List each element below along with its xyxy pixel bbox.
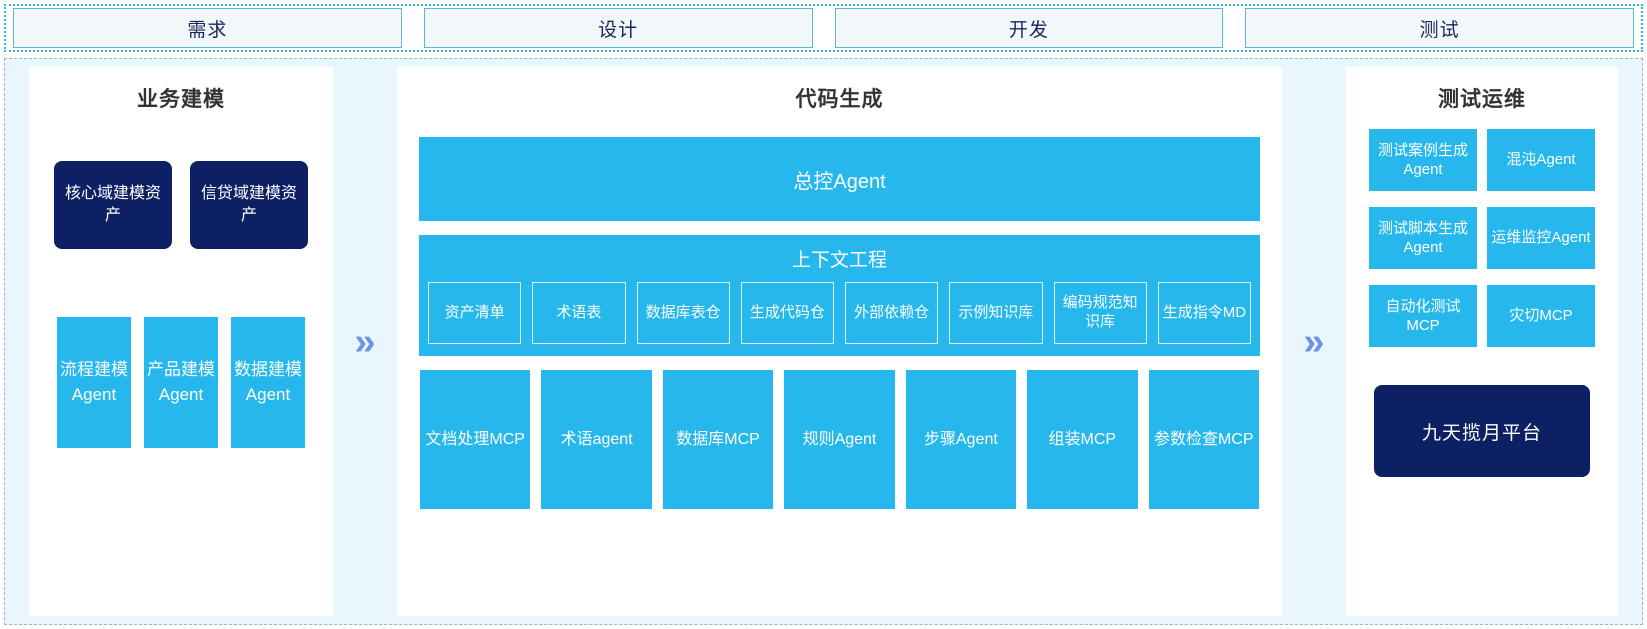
card-ops-monitoring-agent[interactable]: 运维监控Agent [1487, 207, 1595, 269]
tool-card-parameter-check-mcp[interactable]: 参数检查MCP [1148, 370, 1259, 509]
panel-test-operations: 测试运维 测试案例生成Agent 混沌Agent 测试脚本生成Agent 运维监… [1346, 67, 1618, 616]
context-item-coding-standard-knowledge-base[interactable]: 编码规范知识库 [1053, 282, 1147, 344]
tool-card-label: 参数检查MCP [1153, 430, 1254, 448]
card-label: 测试脚本生成Agent [1377, 219, 1468, 257]
tool-card-label: 术语agent [560, 430, 633, 448]
tool-card-label: 数据库MCP [676, 430, 760, 448]
card-label: 测试案例生成Agent [1377, 141, 1468, 179]
phase-label: 开发 [1008, 19, 1049, 41]
panel-title: 测试运维 [1438, 88, 1526, 111]
context-item-example-knowledge-base[interactable]: 示例知识库 [949, 282, 1043, 344]
double-chevron-right-icon: » [1282, 67, 1346, 616]
context-item-label: 资产清单 [444, 303, 505, 321]
panel-title: 业务建模 [137, 88, 225, 111]
asset-card-credit-domain[interactable]: 信贷域建模资产 [190, 161, 308, 249]
tool-card-rule-agent[interactable]: 规则Agent [784, 370, 895, 509]
master-agent-label: 总控Agent [793, 170, 886, 193]
tool-card-group: 文档处理MCP 术语agent 数据库MCP 规则Agent 步骤Agent [419, 370, 1260, 509]
asset-card-group: 核心域建模资产 信贷域建模资产 [54, 161, 308, 249]
card-disaster-switch-mcp[interactable]: 灾切MCP [1487, 285, 1595, 347]
card-label: 自动化测试MCP [1385, 297, 1461, 335]
phase-label: 测试 [1419, 19, 1460, 41]
context-item-generation-instruction-md[interactable]: 生成指令MD [1157, 282, 1251, 344]
context-item-glossary[interactable]: 术语表 [532, 282, 626, 344]
center-content: 总控Agent 上下文工程 资产清单 术语表 数据库表仓 [397, 113, 1282, 509]
tool-card-label: 步骤Agent [923, 430, 998, 448]
card-test-case-generation-agent[interactable]: 测试案例生成Agent [1369, 129, 1477, 191]
context-item-asset-inventory[interactable]: 资产清单 [428, 282, 522, 344]
modeling-agent-group: 流程建模Agent 产品建模Agent 数据建模Agent [57, 317, 305, 448]
card-automated-test-mcp[interactable]: 自动化测试MCP [1369, 285, 1477, 347]
panel-business-modeling: 业务建模 核心域建模资产 信贷域建模资产 流程建模Agent 产品建模Agent… [29, 67, 333, 616]
agent-card-data-modeling[interactable]: 数据建模Agent [231, 317, 305, 448]
context-item-label: 示例知识库 [958, 303, 1034, 321]
agent-card-label: 流程建模Agent [60, 359, 128, 404]
asset-card-label: 核心域建模资产 [64, 185, 161, 224]
phase-box-requirements[interactable]: 需求 [13, 8, 402, 48]
context-engineering-block: 上下文工程 资产清单 术语表 数据库表仓 生成代码仓 [419, 235, 1260, 356]
card-chaos-agent[interactable]: 混沌Agent [1487, 129, 1595, 191]
double-chevron-right-icon: » [333, 67, 397, 616]
context-engineering-title: 上下文工程 [791, 250, 887, 271]
platform-card-jiutian-lanyue[interactable]: 九天揽月平台 [1374, 385, 1590, 477]
agent-card-process-modeling[interactable]: 流程建模Agent [57, 317, 131, 448]
panel-title: 代码生成 [795, 88, 884, 111]
context-item-label: 编码规范知识库 [1062, 294, 1138, 330]
tool-card-document-processing-mcp[interactable]: 文档处理MCP [420, 370, 531, 509]
context-item-label: 术语表 [556, 303, 602, 321]
agent-card-product-modeling[interactable]: 产品建模Agent [144, 317, 218, 448]
context-item-label: 生成指令MD [1162, 303, 1247, 321]
context-item-label: 生成代码仓 [749, 303, 825, 321]
card-label: 运维监控Agent [1491, 229, 1591, 247]
platform-card-label: 九天揽月平台 [1421, 422, 1542, 444]
context-item-label: 数据库表仓 [645, 303, 721, 321]
tool-card-label: 文档处理MCP [425, 430, 525, 448]
phase-strip: 需求 设计 开发 测试 [4, 4, 1643, 52]
asset-card-core-domain[interactable]: 核心域建模资产 [54, 161, 172, 249]
chevron-glyph: » [1303, 320, 1325, 363]
context-item-external-dependency-repo[interactable]: 外部依赖仓 [845, 282, 939, 344]
tool-card-label: 规则Agent [802, 430, 877, 448]
context-item-group: 资产清单 术语表 数据库表仓 生成代码仓 外部依赖仓 [419, 282, 1260, 344]
tool-card-glossary-agent[interactable]: 术语agent [541, 370, 652, 509]
context-item-db-table-repo[interactable]: 数据库表仓 [636, 282, 730, 344]
main-canvas: 业务建模 核心域建模资产 信贷域建模资产 流程建模Agent 产品建模Agent… [4, 58, 1643, 625]
tool-card-step-agent[interactable]: 步骤Agent [905, 370, 1017, 509]
master-agent-banner[interactable]: 总控Agent [419, 137, 1260, 221]
phase-box-design[interactable]: 设计 [423, 8, 813, 48]
card-label: 灾切MCP [1509, 307, 1573, 325]
card-test-script-generation-agent[interactable]: 测试脚本生成Agent [1369, 207, 1477, 269]
phase-label: 需求 [187, 19, 228, 41]
phase-label: 设计 [598, 19, 639, 41]
asset-card-label: 信贷域建模资产 [200, 185, 297, 224]
tool-card-database-mcp[interactable]: 数据库MCP [662, 370, 774, 509]
agent-card-label: 产品建模Agent [147, 359, 215, 404]
card-label: 混沌Agent [1506, 151, 1576, 169]
phase-box-development[interactable]: 开发 [834, 8, 1224, 48]
context-item-label: 外部依赖仓 [854, 303, 930, 321]
tool-card-assembly-mcp[interactable]: 组装MCP [1027, 370, 1138, 509]
chevron-glyph: » [354, 320, 376, 363]
phase-box-testing[interactable]: 测试 [1245, 8, 1634, 48]
agent-card-label: 数据建模Agent [234, 359, 302, 404]
panel-code-generation: 代码生成 总控Agent 上下文工程 资产清单 术语表 [397, 67, 1282, 616]
test-ops-card-group: 测试案例生成Agent 混沌Agent 测试脚本生成Agent 运维监控Agen… [1369, 129, 1595, 347]
tool-card-label: 组装MCP [1048, 430, 1117, 448]
context-item-generated-code-repo[interactable]: 生成代码仓 [740, 282, 834, 344]
